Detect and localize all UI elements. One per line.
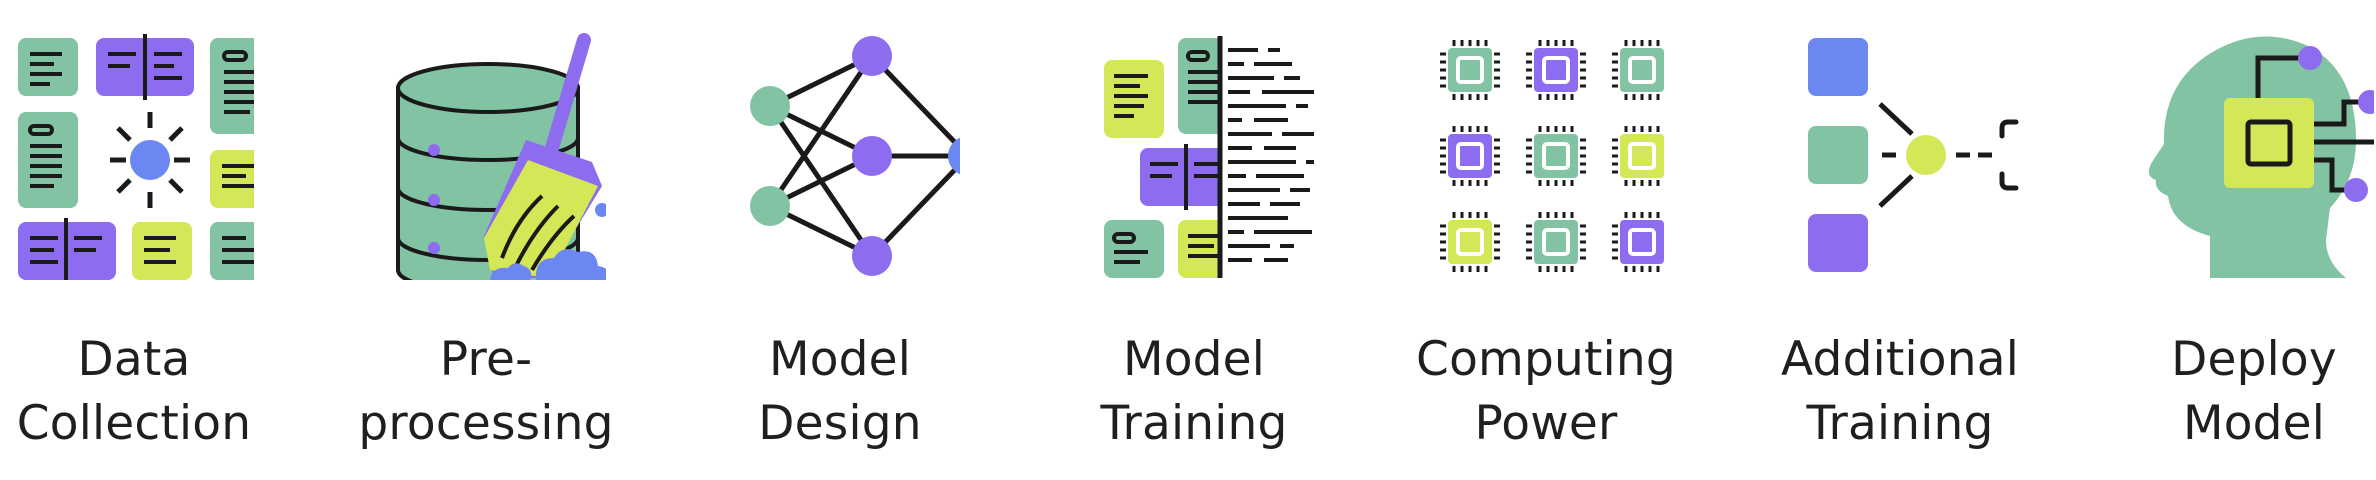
step-label: Data Collection bbox=[0, 328, 284, 456]
step-data-collection: Data Collection bbox=[0, 0, 284, 480]
step-label-line1: Deploy bbox=[2171, 332, 2337, 387]
step-label-line1: Data bbox=[77, 332, 191, 387]
step-pre-processing: Pre- processing bbox=[336, 0, 636, 480]
step-computing-power: Computing Power bbox=[1396, 0, 1696, 480]
step-label-line2: Collection bbox=[16, 396, 252, 451]
step-label-line1: Computing bbox=[1416, 332, 1676, 387]
step-label: Additional Training bbox=[1750, 328, 2050, 456]
step-label-line1: Model bbox=[768, 332, 912, 387]
merge-node-icon bbox=[1808, 38, 2019, 272]
step-label-line1: Model bbox=[1122, 332, 1266, 387]
step-label-line2: processing bbox=[358, 396, 614, 451]
step-label-line2: Power bbox=[1474, 396, 1618, 451]
step-label-line2: Design bbox=[758, 396, 922, 451]
step-model-training: Model Training bbox=[1044, 0, 1344, 480]
step-label-line1: Additional bbox=[1781, 332, 2019, 387]
step-label-line2: Model bbox=[2182, 396, 2326, 451]
database-broom-icon bbox=[396, 33, 606, 280]
step-deploy-model: Deploy Model bbox=[2104, 0, 2376, 480]
step-label-line2: Training bbox=[1806, 396, 1994, 451]
neural-network-icon bbox=[750, 36, 960, 276]
training-data-icon bbox=[1104, 30, 1314, 280]
step-model-design: Model Design bbox=[690, 0, 990, 480]
step-label: Computing Power bbox=[1396, 328, 1696, 456]
step-label-line2: Training bbox=[1100, 396, 1288, 451]
data-grid-icon bbox=[18, 34, 254, 280]
step-label: Pre- processing bbox=[336, 328, 636, 456]
step-label: Model Design bbox=[690, 328, 990, 456]
step-label: Model Training bbox=[1044, 328, 1344, 456]
chip-grid-icon bbox=[1438, 38, 1666, 274]
step-additional-training: Additional Training bbox=[1750, 0, 2050, 480]
head-chip-icon bbox=[2148, 36, 2374, 279]
step-label-line1: Pre- bbox=[439, 332, 533, 387]
step-label: Deploy Model bbox=[2104, 328, 2376, 456]
